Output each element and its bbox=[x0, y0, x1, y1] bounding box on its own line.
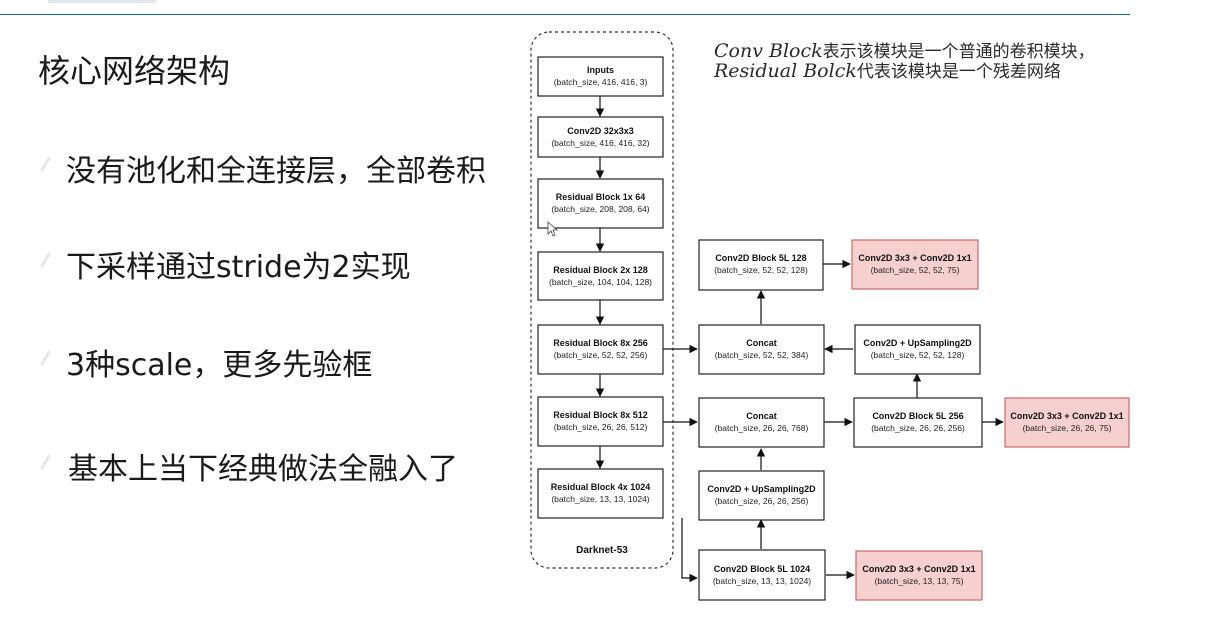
node-shape: (batch_size, 13, 13, 1024) bbox=[551, 494, 649, 504]
edge bbox=[681, 518, 698, 583]
node-title: Concat bbox=[746, 338, 777, 348]
node-output-26: Conv2D 3x3 + Conv2D 1x1 (batch_size, 26,… bbox=[1004, 397, 1130, 448]
bullet-item: 下采样通过stride为2实现 bbox=[66, 250, 411, 285]
header-rule bbox=[0, 14, 1130, 15]
note-text: 表示该模块是一个普通的卷积模块， bbox=[822, 42, 1095, 62]
node-residual-8x-512: Residual Block 8x 512 (batch_size, 26, 2… bbox=[537, 396, 664, 447]
node-shape: (batch_size, 26, 26, 512) bbox=[554, 422, 648, 432]
node-title: Conv2D Block 5L 1024 bbox=[714, 564, 810, 574]
node-output-13: Conv2D 3x3 + Conv2D 1x1 (batch_size, 13,… bbox=[855, 550, 983, 601]
node-shape: (batch_size, 52, 52, 384) bbox=[715, 350, 809, 360]
node-shape: (batch_size, 26, 26, 256) bbox=[715, 496, 809, 506]
node-title: Residual Block 4x 1024 bbox=[551, 482, 651, 492]
node-residual-2x: Residual Block 2x 128 (batch_size, 104, … bbox=[537, 251, 664, 301]
node-concat-26: Concat (batch_size, 26, 26, 768) bbox=[698, 397, 825, 448]
node-title: Residual Block 8x 256 bbox=[553, 338, 648, 348]
note-term: Conv Block bbox=[714, 40, 823, 62]
node-shape: (batch_size, 104, 104, 128) bbox=[549, 277, 652, 287]
note-term: Residual Bolck bbox=[714, 60, 857, 82]
node-title: Conv2D + UpSampling2D bbox=[863, 338, 972, 348]
node-title: Residual Block 1x 64 bbox=[556, 192, 646, 202]
node-shape: (batch_size, 13, 13, 1024) bbox=[713, 576, 811, 586]
node-shape: (batch_size, 26, 26, 768) bbox=[715, 423, 809, 433]
mouse-cursor-icon bbox=[547, 221, 559, 237]
node-title: Residual Block 8x 512 bbox=[553, 410, 648, 420]
node-residual-8x-256: Residual Block 8x 256 (batch_size, 52, 5… bbox=[537, 324, 664, 375]
node-title: Inputs bbox=[587, 65, 614, 75]
header-decoration bbox=[48, 0, 156, 3]
slide-title: 核心网络架构 bbox=[38, 52, 231, 90]
node-residual-4x: Residual Block 4x 1024 (batch_size, 13, … bbox=[537, 468, 664, 519]
node-shape: (batch_size, 416, 416, 32) bbox=[551, 138, 649, 148]
node-output-52: Conv2D 3x3 + Conv2D 1x1 (batch_size, 52,… bbox=[851, 239, 979, 290]
note-text: 代表该模块是一个残差网络 bbox=[856, 62, 1061, 82]
bullet-item: 3种scale，更多先验框 bbox=[66, 348, 373, 383]
node-shape: (batch_size, 26, 26, 75) bbox=[1023, 423, 1112, 433]
node-conv2d: Conv2D 32x3x3 (batch_size, 416, 416, 32) bbox=[537, 116, 664, 158]
node-upsampling-26: Conv2D + UpSampling2D (batch_size, 26, 2… bbox=[698, 470, 825, 521]
node-title: Concat bbox=[746, 411, 777, 421]
node-shape: (batch_size, 52, 52, 128) bbox=[714, 265, 808, 275]
node-conv-block-5l-256: Conv2D Block 5L 256 (batch_size, 26, 26,… bbox=[853, 397, 983, 448]
node-shape: (batch_size, 26, 26, 256) bbox=[871, 423, 965, 433]
node-title: Conv2D Block 5L 128 bbox=[715, 253, 806, 263]
node-title: Conv2D Block 5L 256 bbox=[872, 411, 963, 421]
node-title: Conv2D 3x3 + Conv2D 1x1 bbox=[858, 253, 971, 263]
node-shape: (batch_size, 416, 416, 3) bbox=[554, 77, 648, 87]
node-shape: (batch_size, 52, 52, 256) bbox=[554, 350, 648, 360]
node-shape: (batch_size, 52, 52, 128) bbox=[871, 350, 965, 360]
node-conv-block-5l-128: Conv2D Block 5L 128 (batch_size, 52, 52,… bbox=[698, 239, 824, 291]
node-conv-block-5l-1024: Conv2D Block 5L 1024 (batch_size, 13, 13… bbox=[698, 549, 826, 601]
bullet-item: 没有池化和全连接层，全部卷积 bbox=[66, 154, 486, 189]
node-title: Conv2D 3x3 + Conv2D 1x1 bbox=[862, 564, 975, 574]
node-residual-1x: Residual Block 1x 64 (batch_size, 208, 2… bbox=[537, 178, 664, 229]
node-title: Residual Block 2x 128 bbox=[553, 265, 648, 275]
node-shape: (batch_size, 13, 13, 75) bbox=[875, 576, 964, 586]
edges bbox=[595, 96, 1004, 583]
node-shape: (batch_size, 208, 208, 64) bbox=[551, 204, 649, 214]
node-title: Conv2D 3x3 + Conv2D 1x1 bbox=[1010, 411, 1123, 421]
node-title: Conv2D 32x3x3 bbox=[567, 126, 634, 136]
node-shape: (batch_size, 52, 52, 75) bbox=[871, 265, 960, 275]
darknet-group-frame bbox=[530, 31, 674, 569]
annotation-note: Conv Block表示该模块是一个普通的卷积模块，Residual Bolck… bbox=[714, 42, 1134, 82]
node-inputs: Inputs (batch_size, 416, 416, 3) bbox=[537, 56, 664, 97]
node-concat-52: Concat (batch_size, 52, 52, 384) bbox=[698, 324, 825, 375]
node-upsampling-52: Conv2D + UpSampling2D (batch_size, 52, 5… bbox=[854, 324, 981, 375]
node-title: Conv2D + UpSampling2D bbox=[707, 484, 816, 494]
bullet-item: 基本上当下经典做法全融入了 bbox=[68, 452, 458, 487]
darknet-group-label: Darknet-53 bbox=[576, 545, 628, 556]
